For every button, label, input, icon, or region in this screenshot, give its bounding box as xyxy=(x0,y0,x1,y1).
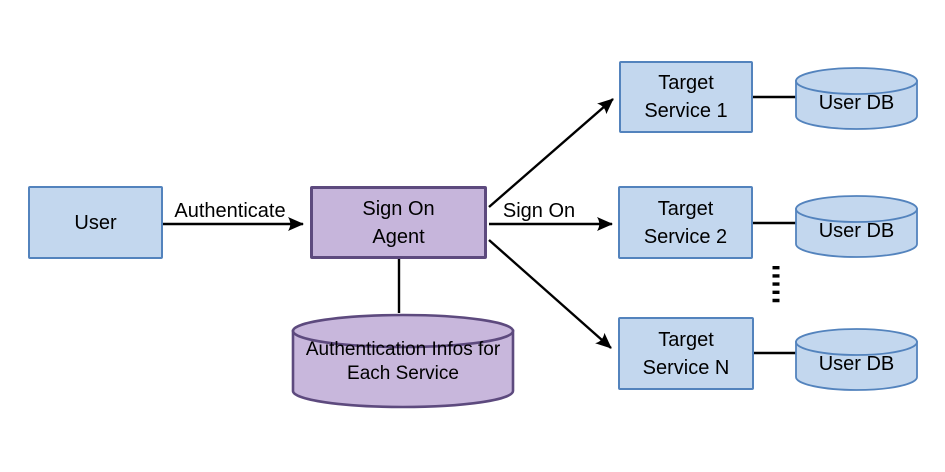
user-db-1-label: User DB xyxy=(818,92,895,114)
user-label: User xyxy=(74,211,117,234)
authenticate-edge-label: Authenticate xyxy=(174,200,286,222)
sign-on-arrow-serviceN xyxy=(488,239,612,349)
user-db-n-label: User DB xyxy=(818,353,895,375)
sign-on-agent-label: Sign On Agent xyxy=(362,197,435,248)
user-db-1-cylinder xyxy=(795,67,918,130)
sign-on-agent-node: Sign On Agent xyxy=(310,186,487,259)
target-service-2-node: Target Service 2 xyxy=(618,186,753,259)
user-db-2-cylinder xyxy=(795,195,918,258)
sign-on-edge-label: Sign On xyxy=(502,200,576,222)
sign-on-arrow-service1 xyxy=(488,98,614,208)
user-db-n-cylinder xyxy=(795,328,918,391)
auth-info-db-label: Authentication Infos for Each Service xyxy=(305,339,501,384)
user-node: User xyxy=(28,186,163,259)
auth-info-db-cylinder xyxy=(291,313,515,409)
target-service-n-node: Target Service N xyxy=(618,317,754,390)
target-service-1-node: Target Service 1 xyxy=(619,61,753,133)
target-service-n-label: Target Service N xyxy=(642,328,730,379)
user-db-2-label: User DB xyxy=(818,220,895,242)
target-service-2-label: Target Service 2 xyxy=(643,197,728,248)
target-service-1-label: Target Service 1 xyxy=(644,72,728,122)
